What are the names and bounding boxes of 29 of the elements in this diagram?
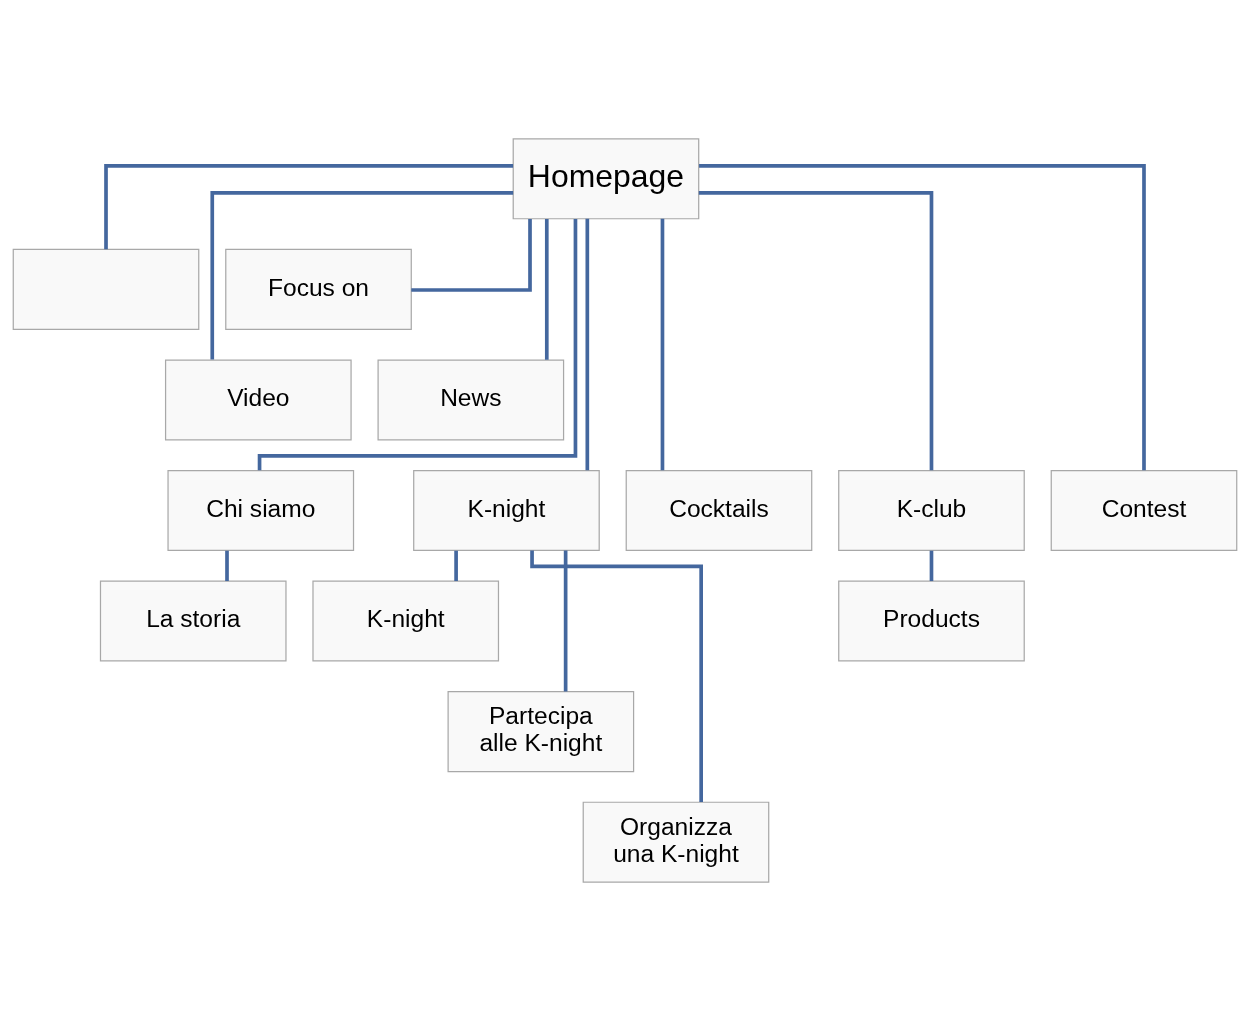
- connector: [585, 218, 590, 471]
- node-box: Organizza una K-night: [582, 801, 770, 883]
- node-box: Partecipa alle K-night: [447, 691, 635, 773]
- node-box: Focus on: [225, 248, 412, 330]
- connector: [530, 550, 703, 803]
- node-box: [12, 248, 200, 330]
- node-box: Contest: [1050, 469, 1238, 552]
- node-box: Products: [838, 580, 1025, 662]
- node-box: Chi siamo: [167, 469, 355, 552]
- connector: [225, 550, 229, 582]
- connector: [210, 191, 514, 360]
- node-box: K-night: [312, 580, 500, 662]
- connector: [544, 218, 549, 360]
- node-box: La storia: [99, 580, 287, 662]
- node-box: News: [377, 359, 565, 441]
- connector: [257, 219, 578, 471]
- connector: [698, 191, 934, 471]
- node-box: Homepage: [512, 138, 700, 220]
- connector: [699, 164, 1146, 471]
- connector: [660, 218, 665, 471]
- node-box: Cocktails: [625, 469, 813, 552]
- node-box: K-club: [838, 469, 1025, 552]
- connector: [563, 550, 568, 692]
- connector: [929, 550, 934, 582]
- node-box: K-night: [413, 469, 600, 552]
- node-box: Video: [164, 359, 352, 441]
- connector: [454, 550, 458, 582]
- connector: [411, 218, 532, 292]
- connector: [104, 164, 514, 250]
